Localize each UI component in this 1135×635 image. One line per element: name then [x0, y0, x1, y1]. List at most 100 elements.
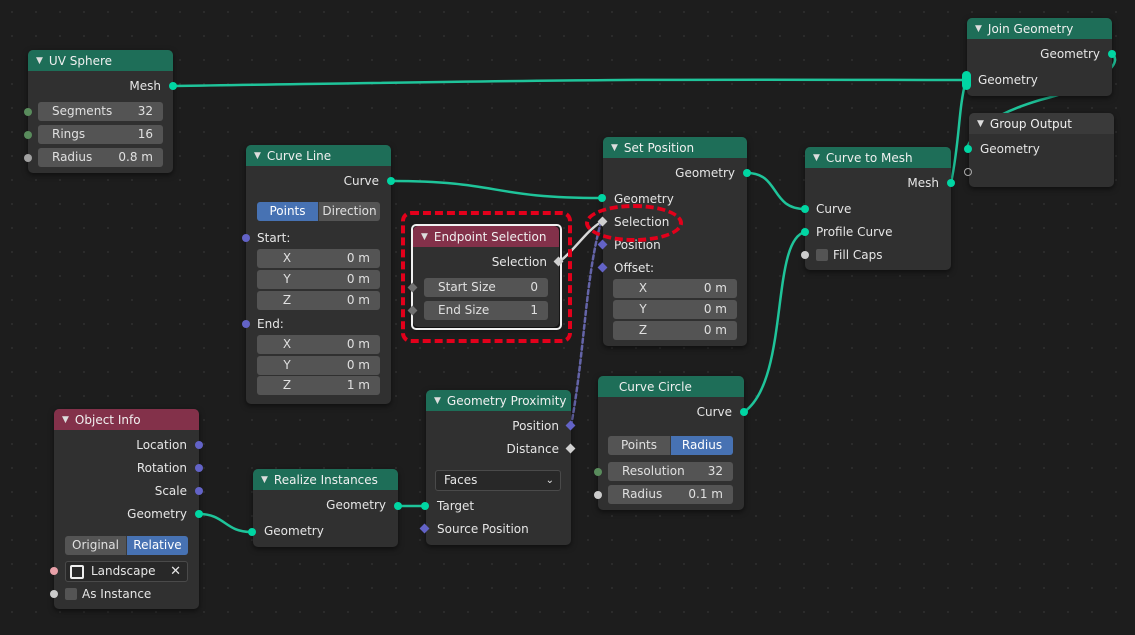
relative-button[interactable]: Relative	[126, 536, 188, 555]
mode-toggle[interactable]: Points Radius	[608, 436, 733, 455]
geometry-output-socket[interactable]	[743, 169, 751, 177]
object-info-node[interactable]: ▼ Object Info Location Rotation Scale Ge…	[54, 409, 199, 609]
curve-circle-node[interactable]: ▼ Curve Circle Curve Points Radius Resol…	[598, 376, 744, 510]
rotation-output-socket[interactable]	[195, 464, 203, 472]
segments-field[interactable]: Segments 32	[38, 102, 163, 121]
geometry-proximity-node[interactable]: ▼ Geometry Proximity Position Distance F…	[426, 390, 571, 545]
geometry-input-socket[interactable]	[964, 145, 972, 153]
target-input-socket[interactable]	[421, 502, 429, 510]
original-button[interactable]: Original	[65, 536, 126, 555]
realize-instances-node[interactable]: ▼ Realize Instances Geometry Geometry	[253, 469, 398, 547]
rings-input-socket[interactable]	[24, 131, 32, 139]
curve-line-node[interactable]: ▼ Curve Line Curve Points Direction Star…	[246, 145, 391, 404]
chevron-down-icon[interactable]: ▼	[36, 55, 43, 66]
curve-output-socket[interactable]	[387, 177, 395, 185]
as-instance-input-socket[interactable]	[50, 590, 58, 598]
resolution-input-socket[interactable]	[594, 468, 602, 476]
mode-toggle[interactable]: Points Direction	[257, 202, 380, 221]
offset-y-field[interactable]: Y 0 m	[613, 300, 737, 319]
end-size-field[interactable]: End Size 1	[424, 301, 548, 320]
geometry-input-socket[interactable]	[598, 194, 606, 202]
end-input-socket[interactable]	[242, 320, 250, 328]
node-title: Join Geometry	[987, 21, 1074, 36]
transform-space-toggle[interactable]: Original Relative	[65, 536, 188, 555]
node-header[interactable]: ▼ Curve Circle	[598, 376, 744, 397]
uv-sphere-node[interactable]: ▼ UV Sphere Mesh Segments 32 Rings 16 Ra…	[28, 50, 173, 173]
geometry-input-socket[interactable]	[248, 528, 256, 536]
chevron-down-icon[interactable]: ▼	[813, 152, 820, 163]
profile-curve-input-label: Profile Curve	[816, 225, 893, 239]
node-header[interactable]: ▼ Set Position	[603, 137, 747, 158]
field-value: 0	[530, 280, 538, 294]
radius-field[interactable]: Radius 0.1 m	[608, 485, 733, 504]
radius-input-socket[interactable]	[24, 154, 32, 162]
chevron-down-icon[interactable]: ▼	[62, 414, 69, 425]
node-header[interactable]: ▼ Endpoint Selection	[413, 226, 559, 247]
target-element-dropdown[interactable]: Faces ⌄	[435, 470, 561, 491]
fill-caps-input-socket[interactable]	[801, 251, 809, 259]
close-icon[interactable]: ✕	[170, 564, 181, 579]
geometry-output-socket[interactable]	[195, 510, 203, 518]
offset-z-field[interactable]: Z 0 m	[613, 321, 737, 340]
geometry-output-socket[interactable]	[394, 502, 402, 510]
end-z-field[interactable]: Z 1 m	[257, 376, 380, 395]
radius-field[interactable]: Radius 0.8 m	[38, 148, 163, 167]
mesh-output-socket[interactable]	[169, 82, 177, 90]
curve-input-socket[interactable]	[801, 205, 809, 213]
node-header[interactable]: ▼ Join Geometry	[967, 18, 1112, 39]
chevron-down-icon[interactable]: ▼	[977, 118, 984, 129]
node-title: Group Output	[989, 116, 1072, 131]
curve-to-mesh-node[interactable]: ▼ Curve to Mesh Mesh Curve Profile Curve…	[805, 147, 951, 270]
object-input-socket[interactable]	[50, 567, 58, 575]
start-input-socket[interactable]	[242, 234, 250, 242]
fill-caps-checkbox[interactable]	[816, 249, 828, 261]
empty-input-socket[interactable]	[964, 168, 972, 176]
join-geometry-node[interactable]: ▼ Join Geometry Geometry Geometry	[967, 18, 1112, 96]
rotation-output-label: Rotation	[136, 461, 187, 475]
start-y-field[interactable]: Y 0 m	[257, 270, 380, 289]
end-x-field[interactable]: X 0 m	[257, 335, 380, 354]
node-header[interactable]: ▼ Realize Instances	[253, 469, 398, 490]
end-y-field[interactable]: Y 0 m	[257, 356, 380, 375]
as-instance-checkbox[interactable]	[65, 588, 77, 600]
node-header[interactable]: ▼ UV Sphere	[28, 50, 173, 71]
chevron-down-icon[interactable]: ▼	[261, 474, 268, 485]
scale-output-socket[interactable]	[195, 487, 203, 495]
start-x-field[interactable]: X 0 m	[257, 249, 380, 268]
field-value: 1	[530, 303, 538, 317]
rings-field[interactable]: Rings 16	[38, 125, 163, 144]
offset-x-field[interactable]: X 0 m	[613, 279, 737, 298]
resolution-field[interactable]: Resolution 32	[608, 462, 733, 481]
profile-curve-input-socket[interactable]	[801, 228, 809, 236]
geometry-multi-input-socket[interactable]	[962, 71, 971, 90]
field-value: 0 m	[346, 251, 370, 265]
node-header[interactable]: ▼ Group Output	[969, 113, 1114, 134]
mode-radius-button[interactable]: Radius	[670, 436, 733, 455]
mode-direction-button[interactable]: Direction	[318, 202, 380, 221]
group-output-node[interactable]: ▼ Group Output Geometry	[969, 113, 1114, 187]
location-output-socket[interactable]	[195, 441, 203, 449]
mesh-output-socket[interactable]	[947, 179, 955, 187]
endpoint-selection-node[interactable]: ▼ Endpoint Selection Selection Start Siz…	[413, 226, 559, 327]
object-field[interactable]: Landscape ✕	[65, 561, 188, 582]
radius-input-socket[interactable]	[594, 491, 602, 499]
chevron-down-icon[interactable]: ▼	[611, 142, 618, 153]
chevron-down-icon[interactable]: ▼	[975, 23, 982, 34]
curve-output-socket[interactable]	[740, 408, 748, 416]
mode-points-button[interactable]: Points	[608, 436, 670, 455]
start-z-field[interactable]: Z 0 m	[257, 291, 380, 310]
geometry-output-socket[interactable]	[1108, 50, 1116, 58]
chevron-down-icon[interactable]: ▼	[434, 395, 441, 406]
set-position-node[interactable]: ▼ Set Position Geometry Geometry Selecti…	[603, 137, 747, 346]
node-header[interactable]: ▼ Object Info	[54, 409, 199, 430]
segments-input-socket[interactable]	[24, 108, 32, 116]
chevron-down-icon[interactable]: ▼	[421, 231, 428, 242]
chevron-down-icon[interactable]: ▼	[254, 150, 261, 161]
start-size-field[interactable]: Start Size 0	[424, 278, 548, 297]
node-header[interactable]: ▼ Curve Line	[246, 145, 391, 166]
position-input-label: Position	[614, 238, 661, 252]
mode-points-button[interactable]: Points	[257, 202, 318, 221]
as-instance-label: As Instance	[82, 587, 152, 601]
node-header[interactable]: ▼ Curve to Mesh	[805, 147, 951, 168]
node-header[interactable]: ▼ Geometry Proximity	[426, 390, 571, 411]
